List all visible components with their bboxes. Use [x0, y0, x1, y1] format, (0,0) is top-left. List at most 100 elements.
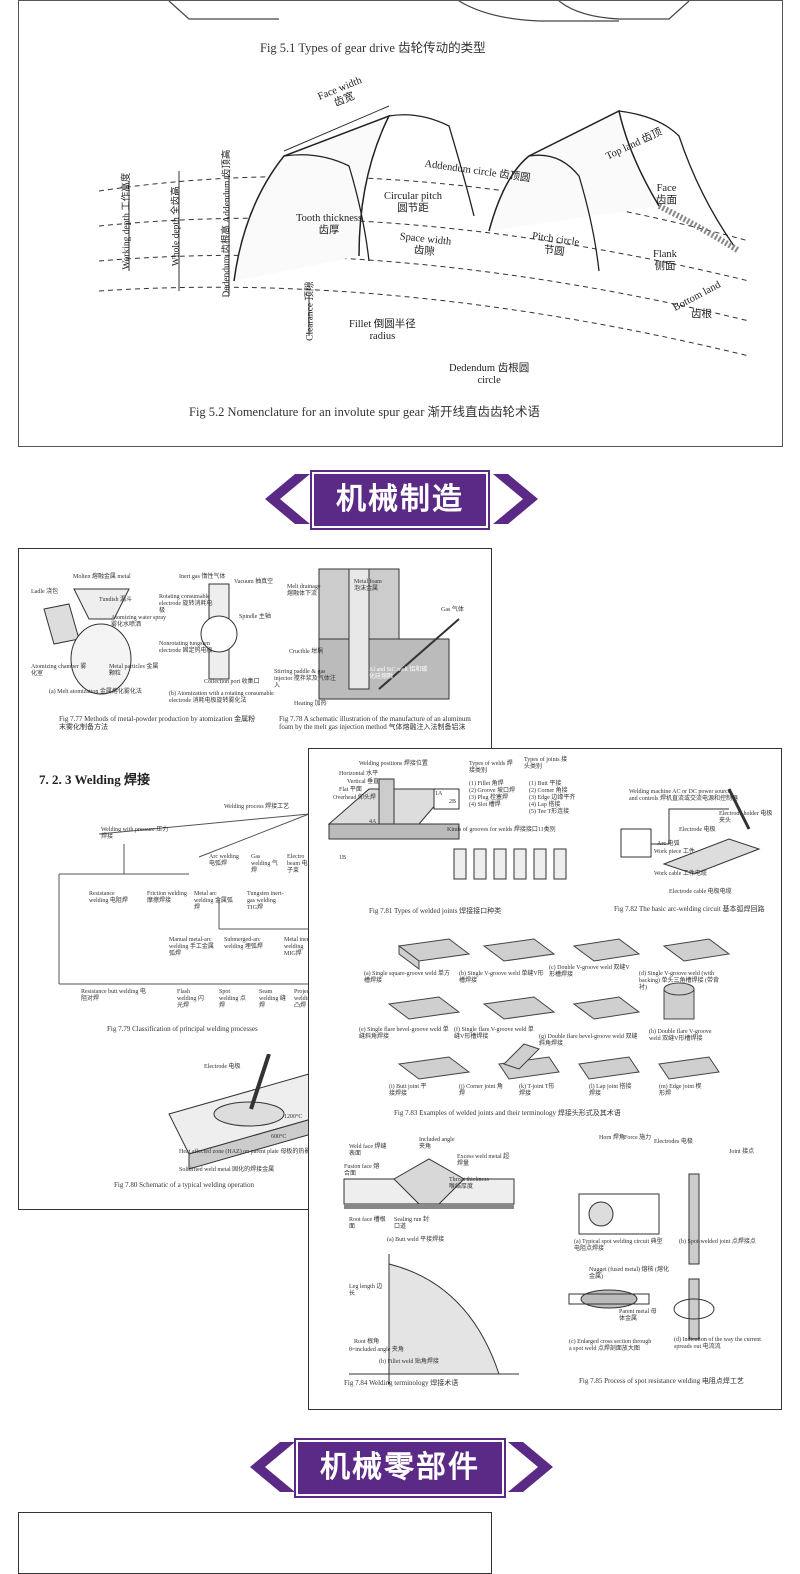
joint-k-label: (k) T-joint T形焊接	[519, 1084, 555, 1097]
spur-gear-diagram	[98, 105, 750, 357]
seam-label: Seam welding 缝焊	[259, 989, 286, 1009]
root-face-label: Root face 槽根面	[349, 1217, 386, 1230]
tundish-label: Tundish 漏斗	[99, 597, 132, 603]
arc-welding-label: Arc welding 电弧焊	[209, 854, 239, 867]
indication-label: (d) Indication of the way the current sp…	[674, 1337, 761, 1350]
butt-weld-label: (a) Butt weld 平接焊接	[387, 1237, 445, 1243]
welded-joints-diagram	[327, 778, 761, 880]
projection-label: Projection welding 凸焊	[294, 989, 319, 1009]
fillet-weld-label: (b) Fillet weld 贴角焊接	[379, 1359, 439, 1365]
fig-7-82-caption: Fig 7.82 The basic arc-welding circuit 基…	[614, 905, 765, 913]
joint-g-label: (g) Double flare bevel-groove weld 双缝斜角焊…	[539, 1034, 638, 1047]
spindle-label: Spindle 主轴	[239, 614, 271, 620]
inert-gas-label: Inert gas 惰性气体	[179, 574, 226, 580]
submerged-label: Submerged-arc welding 埋弧焊	[224, 937, 263, 950]
collection-label: Collection port 收集口	[204, 679, 260, 685]
fig-5-2-caption: Fig 5.2 Nomenclature for an involute spu…	[189, 405, 540, 419]
metal-arc-label: Metal arc welding 金属弧焊	[194, 891, 233, 911]
banner-title: 机械制造	[312, 472, 488, 528]
sealing-run-label: Sealing run 封口道	[394, 1217, 429, 1230]
section-banner-manufacturing: 机械制造	[0, 468, 800, 530]
gas-label: Gas 气体	[441, 607, 464, 613]
flash-label: Flash welding 闪光焊	[177, 989, 204, 1009]
joint-c-label: (c) Double V-groove weld 双缝V形槽焊接	[549, 965, 630, 978]
machine-label: Welding machine AC or DC power source an…	[629, 789, 738, 802]
section-banner-components: 机械零部件	[0, 1436, 800, 1498]
joints-list: (1) Butt 平接 (2) Corner 角接 (3) Edge 边缘平齐 …	[529, 781, 576, 815]
melt-drainage-label: Melt drainage 熔融体下流	[287, 584, 321, 597]
welds-list: (1) Fillet 角焊 (2) Groove 坡口焊 (3) Plug 栓塞…	[469, 781, 515, 808]
butt-label: Resistance butt welding 电阻对焊	[81, 989, 146, 1002]
banner-title: 机械零部件	[296, 1440, 504, 1496]
atomizing-label: Atomizing water spray 雾化水喷洒	[111, 615, 166, 628]
enlarged-label: (c) Enlarged cross section through a spo…	[569, 1339, 652, 1352]
nonrotating-label: Nonrotating tungsten electrode 固定钨电极	[159, 641, 213, 654]
gas-welding-label: Gas welding 气焊	[251, 854, 278, 874]
nugget-label: Nugget (fused metal) 熔核 (熔化金属)	[589, 1267, 669, 1280]
root-label: Root 根角	[354, 1339, 380, 1345]
welding-section-heading: 7. 2. 3 Welding 焊接	[39, 772, 151, 787]
chamber-label: Atomizing chamber 雾化室	[31, 664, 87, 677]
gear-drive-sketch	[168, 1, 690, 22]
flat-label: Flat 平面	[339, 787, 362, 793]
excess-weld-label: Excess weld metal 超焊量	[457, 1154, 510, 1167]
welding-terminology-diagram	[343, 1158, 715, 1384]
force-label: Force 施力	[624, 1135, 652, 1141]
parent-metal-label: Parent metal 母体金属	[619, 1309, 657, 1322]
temp-1200-label: 1200°C	[284, 1114, 303, 1120]
heating-label: Heating 加热	[294, 701, 327, 707]
included-angle-label: Included angle 夹角	[419, 1137, 455, 1150]
dedendum-label: Dedendum 齿根高	[222, 224, 233, 298]
chevron-right-icon	[493, 474, 538, 524]
clearance-label: Clearance 顶隙	[305, 281, 316, 341]
marker-1b: 1B	[339, 855, 347, 861]
working-depth-label: Working depth 工作高度	[122, 172, 133, 270]
joint-j-label: (j) Corner joint 角焊	[459, 1084, 503, 1097]
joint-b-label: (b) Single V-groove weld 单缝V形槽焊接	[459, 971, 544, 984]
chevron-left-icon	[250, 1442, 295, 1492]
horn-label: Horn 焊角	[599, 1135, 625, 1141]
electrode-label: Electrode 电极	[679, 827, 716, 833]
book-page-next	[18, 1512, 492, 1574]
spot-label: Spot welding 点焊	[219, 989, 246, 1009]
arc-label: Arc 电弧	[657, 841, 680, 847]
electrode-label-left: Electrode 电极	[204, 1064, 241, 1070]
marker-2b: 2B	[449, 799, 457, 805]
addendum-label: Addendum 齿顶高	[222, 149, 233, 223]
fig-7-79-caption: Fig 7.79 Classification of principal wel…	[107, 1025, 258, 1033]
welding-operation-sketch	[168, 1054, 330, 1170]
melt-atom-label: (a) Melt atomization 金属熔化雾化法	[49, 689, 142, 695]
overhead-label: Overhead 仰头焊	[333, 795, 376, 801]
ladle-label: Ladle 浇包	[31, 589, 59, 595]
al-sic-label: Al and SiC melt 铝和碳化硅熔融	[369, 667, 428, 680]
work-cable-label: Work cable 工件电缆	[654, 871, 707, 877]
welding-classification-tree	[58, 813, 310, 985]
joint-f-label: (f) Single flare V-groove weld 单缝V形槽焊接	[454, 1027, 534, 1040]
vacuum-label: Vacuum 抽真空	[234, 579, 274, 585]
stirring-label: Stirring paddle & gas injector 搅拌浆及气体注入	[274, 669, 336, 689]
metal-foam-label: Metal foam 泡沫金属	[354, 579, 382, 592]
rotating-label: Rotating consumable electrode 旋转消耗电极	[159, 594, 213, 614]
holder-label: Electrode holder 电极夹头	[719, 811, 773, 824]
positions-label: Welding positions 焊接位置	[359, 761, 428, 767]
joint-examples-diagram	[387, 938, 731, 1080]
fusion-face-label: Fusion face 熔合面	[344, 1164, 380, 1177]
joint-label: Joint 接点	[729, 1149, 755, 1155]
tungsten-label: Tungsten inert-gas welding TIG焊	[247, 891, 284, 911]
work-label: Work piece 工件	[654, 849, 695, 855]
bottom-land-cn-label: 齿根	[691, 309, 712, 320]
fig-7-78-caption: Fig 7.78 A schematic illustration of the…	[279, 715, 471, 732]
fig-5-1-caption: Fig 5.1 Types of gear drive 齿轮传动的类型	[260, 41, 486, 55]
molten-label: Molten 熔融金属 metal	[73, 574, 131, 580]
solidified-label: Solidified weld metal 固化的焊接金属	[179, 1167, 275, 1173]
temp-600-label: 600°C	[271, 1134, 287, 1140]
electrodes-label: Electrodes 电极	[654, 1139, 693, 1145]
throat-label: Throat thickness 喉结厚度	[449, 1177, 489, 1190]
kinds-grooves-label: Kinds of grooves for welds 焊接接口11类别	[447, 827, 556, 833]
manual-label: Manual metal-arc welding 手工金属弧焊	[169, 937, 214, 957]
fig-7-84-caption: Fig 7.84 Welding terminology 焊接术语	[344, 1379, 459, 1387]
